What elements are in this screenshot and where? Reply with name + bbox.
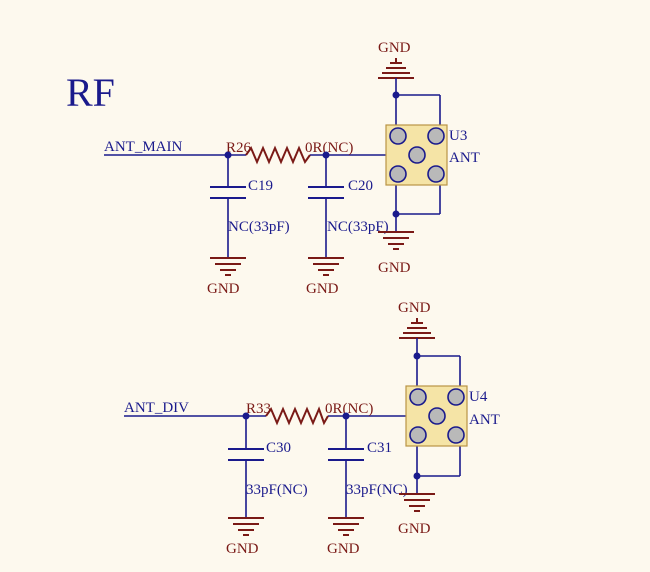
gnd-symbol [228,517,264,536]
capacitor-value: NC(33pF) [228,219,290,235]
capacitor-ref: C20 [348,178,373,194]
resistor-ref: R26 [226,140,252,156]
resistor-r33 [265,406,329,426]
capacitor-ref: C30 [266,440,291,456]
capacitor-ref: C19 [248,178,273,194]
resistor-ref: R33 [246,401,271,417]
capacitor-ref: C31 [367,440,392,456]
rf-section-div: ANT_DIV R33 0R(NC) C30 33pF(NC) C31 33pF… [124,300,500,557]
gnd-symbol [308,257,344,276]
gnd-label: GND [327,541,360,557]
net-label-ant-div: ANT_DIV [124,400,189,416]
capacitor-value: NC(33pF) [327,219,389,235]
gnd-label: GND [378,260,411,276]
rf-section-main: ANT_MAIN R26 0R(NC) C19 NC(33pF) C20 NC(… [104,40,480,297]
antenna-value: ANT [449,150,480,166]
resistor-value: 0R(NC) [325,401,373,417]
gnd-label: GND [378,40,411,56]
capacitor-c20 [308,155,344,258]
antenna-value: ANT [469,412,500,428]
gnd-label: GND [207,281,240,297]
sheet-title: RF [66,70,115,115]
gnd-symbol [210,257,246,276]
capacitor-c19 [210,155,246,258]
capacitor-c30 [228,416,264,518]
net-label-ant-main: ANT_MAIN [104,139,182,155]
resistor-value: 0R(NC) [305,140,353,156]
gnd-symbol [328,517,364,536]
antenna-u3: GND [378,40,448,276]
gnd-label: GND [306,281,339,297]
capacitor-c31 [328,416,364,518]
capacitor-value: 33pF(NC) [246,482,308,498]
resistor-r26 [245,145,311,165]
capacitor-value: 33pF(NC) [346,482,408,498]
antenna-u4: GND [398,300,468,537]
gnd-label: GND [398,300,431,316]
antenna-ref: U3 [449,128,467,144]
gnd-label: GND [398,521,431,537]
gnd-label: GND [226,541,259,557]
antenna-ref: U4 [469,389,488,405]
